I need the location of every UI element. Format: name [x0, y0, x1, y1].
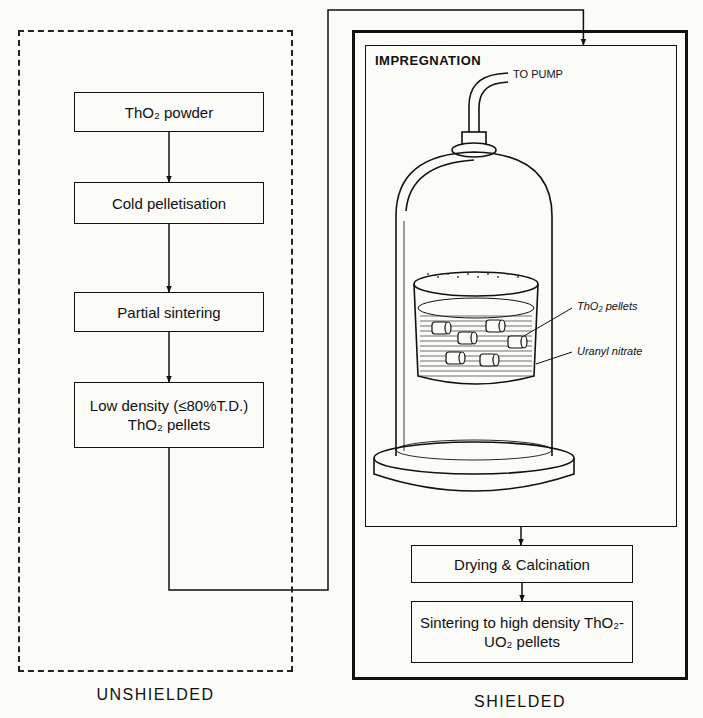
process-box: Drying & Calcination	[411, 545, 633, 583]
panel-title: IMPREGNATION	[375, 53, 481, 68]
part-label: Uranyl nitrate	[576, 345, 643, 358]
flow-arrow	[168, 132, 170, 182]
flow-arrow	[168, 332, 170, 382]
process-box: Partial sintering	[74, 292, 264, 332]
box-label: Low density (≤80%T.D.) ThO₂ pellets	[83, 396, 255, 434]
part-label: ThO₂ pellets	[576, 300, 638, 313]
box-label: Cold pelletisation	[112, 194, 226, 213]
process-box: ThO₂ powder	[74, 92, 264, 132]
process-box: Cold pelletisation	[74, 182, 264, 224]
bell-jar-illustration	[366, 46, 676, 526]
region-label: UNSHIELDED	[20, 686, 291, 704]
box-label: Sintering to high density ThO₂-UO₂ pelle…	[420, 613, 624, 651]
impregnation-panel: IMPREGNATION TO PUMP ThO₂ pelletsUranyl ni…	[365, 45, 677, 527]
pump-label: TO PUMP	[512, 68, 564, 81]
flow-arrow	[168, 224, 170, 292]
box-label: ThO₂ powder	[125, 103, 213, 122]
shielded-region: SHIELDEDIMPREGNATIONTO PUMPThO₂ pelletsU…	[352, 30, 688, 680]
box-label: Partial sintering	[117, 303, 220, 322]
region-label: SHIELDED	[355, 693, 685, 711]
unshielded-region: UNSHIELDEDThO₂ powderCold pelletisationP…	[18, 30, 293, 672]
box-label: Drying & Calcination	[454, 555, 590, 574]
flow-arrow	[520, 527, 522, 545]
process-box: Sintering to high density ThO₂-UO₂ pelle…	[411, 601, 633, 663]
process-box: Low density (≤80%T.D.) ThO₂ pellets	[74, 382, 264, 448]
flow-arrow	[521, 583, 523, 601]
